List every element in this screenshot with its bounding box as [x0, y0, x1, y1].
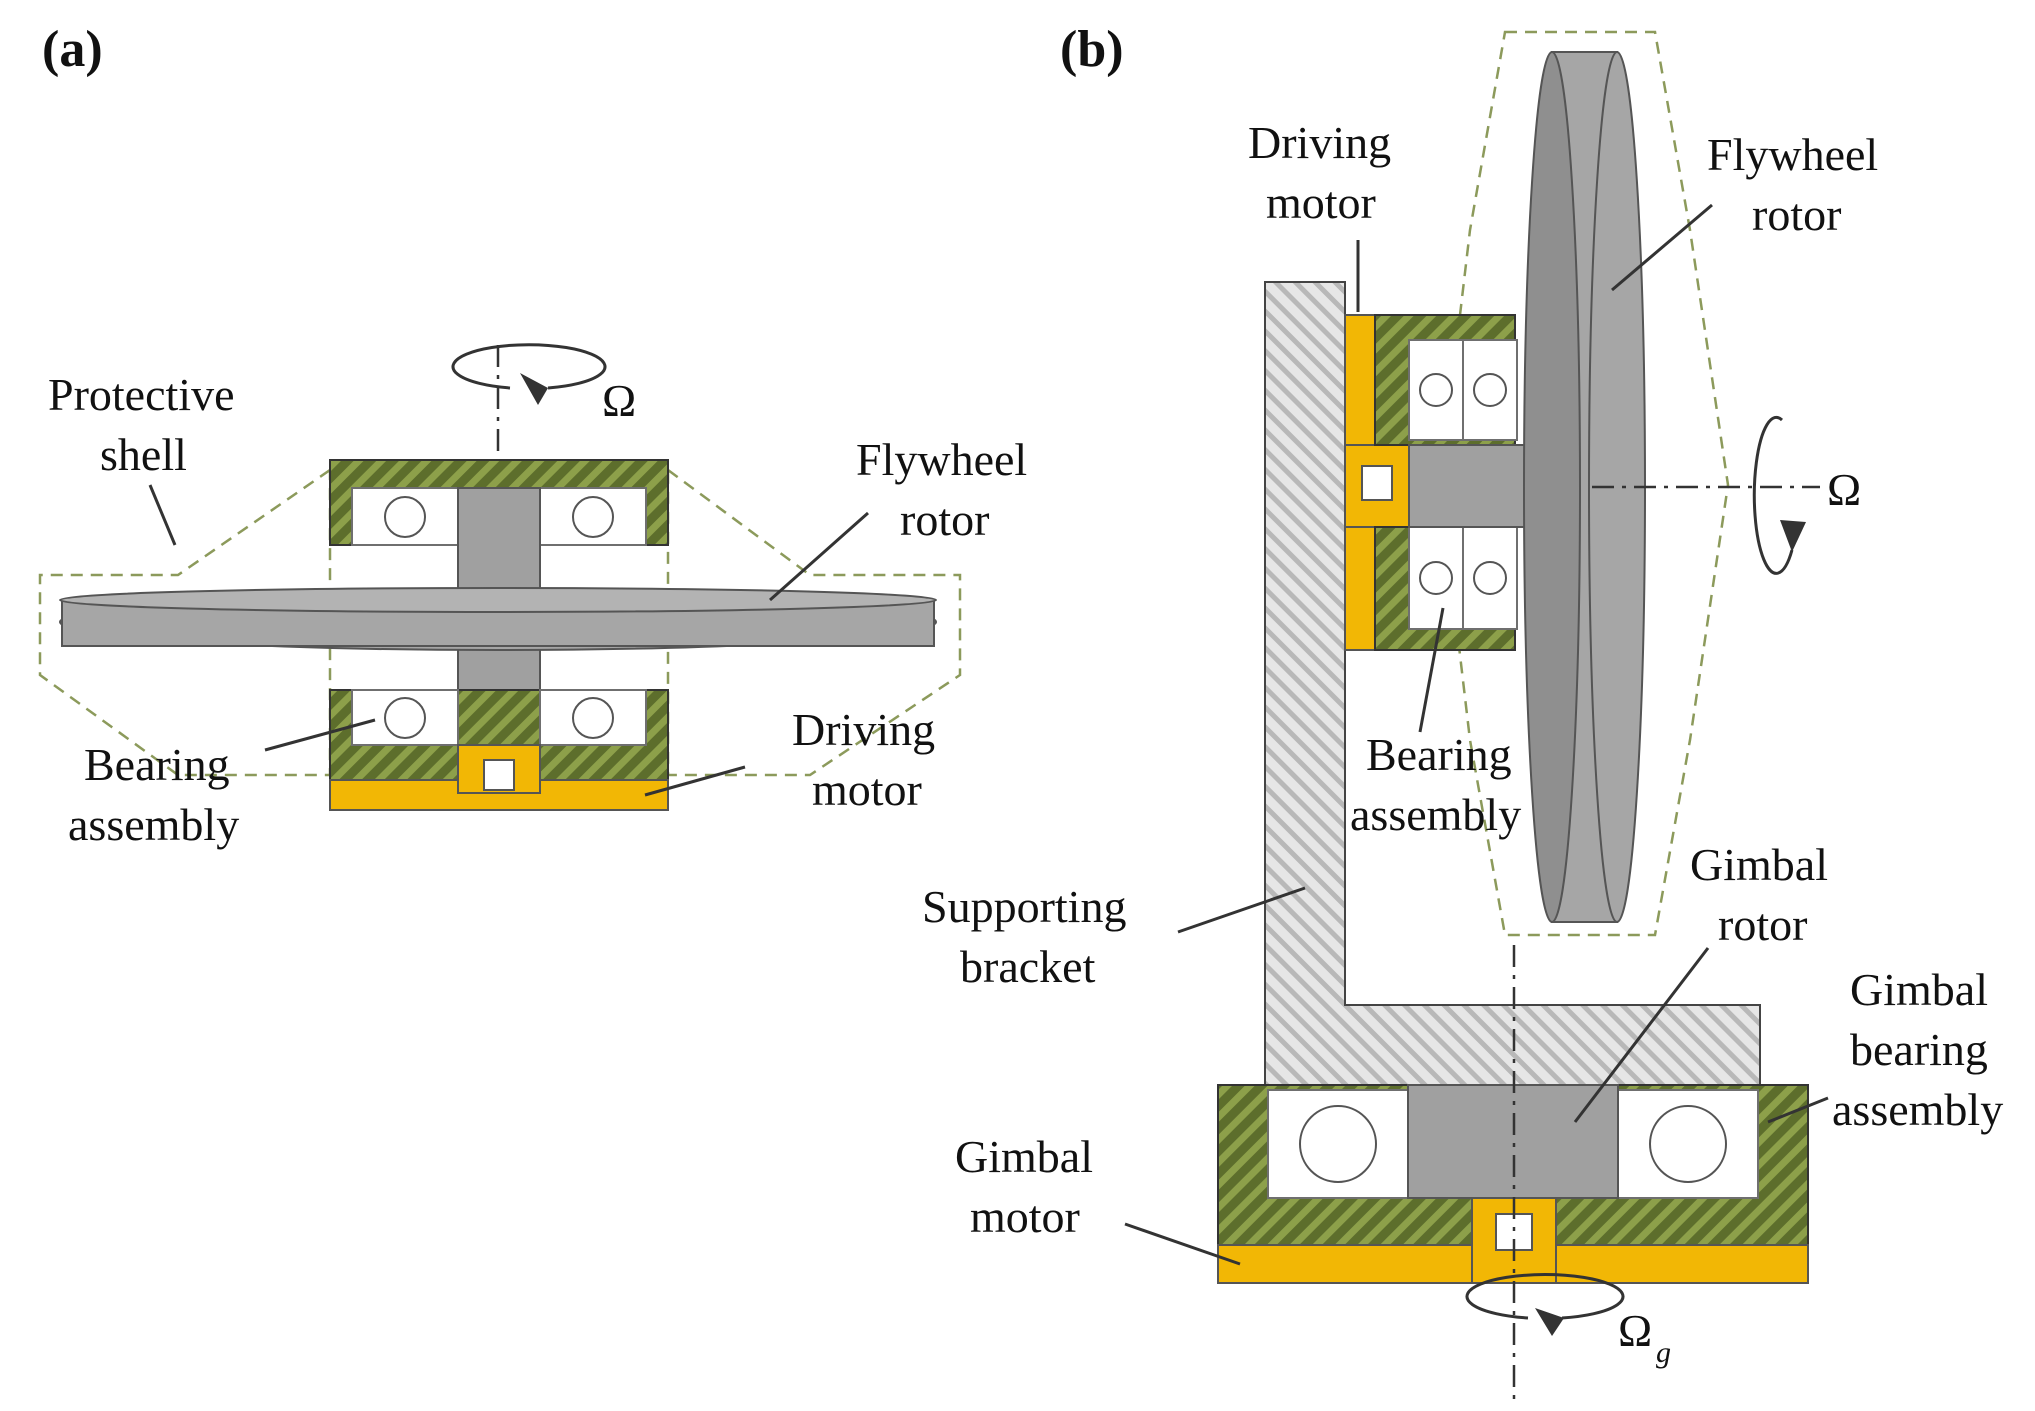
- label-bearing-assembly-a: Bearing assembly: [68, 739, 241, 850]
- rotation-arrow-b: [1752, 415, 1806, 575]
- omega-g-subscript: g: [1656, 1336, 1671, 1369]
- leader-bearing-assembly-a: [264, 718, 376, 752]
- omega-b: Ω: [1827, 464, 1861, 515]
- label-flywheel-rotor-b: Flywheel rotor: [1707, 129, 1890, 240]
- label-gimbal-bearing-assembly: Gimbal bearing assembly: [1832, 964, 2003, 1135]
- leader-gimbal-bearing-assembly: [1767, 1096, 1829, 1124]
- label-driving-motor-b: Driving motor: [1248, 117, 1403, 228]
- leader-gimbal-rotor: [1573, 947, 1710, 1123]
- omega-a: Ω: [602, 375, 636, 426]
- protective-shell-outline-b: [1438, 30, 1730, 937]
- flywheel-rotor-disk-b: [1523, 51, 1646, 923]
- omega-g: Ω: [1618, 1305, 1652, 1356]
- leader-flywheel-rotor-b: [1611, 203, 1713, 292]
- panel-a-tag: (a): [42, 21, 103, 78]
- leader-driving-motor-a: [644, 765, 746, 797]
- label-supporting-bracket: Supporting bracket: [922, 881, 1138, 992]
- motor-key-b: [1361, 465, 1393, 501]
- label-gimbal-rotor: Gimbal rotor: [1690, 839, 1839, 950]
- leader-protective-shell: [148, 484, 177, 546]
- leader-bearing-assembly-b: [1418, 607, 1445, 733]
- bottom-housing: [329, 689, 669, 789]
- motor-key-a: [483, 759, 515, 791]
- panel-a: (a): [38, 21, 1039, 850]
- label-driving-motor-a: Driving motor: [792, 704, 947, 815]
- leader-flywheel-rotor-a: [769, 511, 869, 602]
- gimbal-rotation-arrow: [1465, 1273, 1625, 1336]
- label-protective-shell: Protective shell: [48, 369, 246, 480]
- rotation-arrow-a: [451, 343, 607, 405]
- leader-supporting-bracket: [1177, 886, 1306, 934]
- panel-b: (b): [922, 21, 2003, 1400]
- label-gimbal-motor: Gimbal motor: [955, 1131, 1104, 1242]
- label-flywheel-rotor-a: Flywheel rotor: [856, 434, 1039, 545]
- flywheel-rotor-top: [59, 587, 937, 613]
- label-bearing-assembly-b: Bearing assembly: [1350, 729, 1523, 840]
- bearing-housing-b: [1374, 314, 1518, 651]
- leader-gimbal-motor: [1124, 1222, 1241, 1266]
- panel-b-tag: (b): [1060, 21, 1124, 78]
